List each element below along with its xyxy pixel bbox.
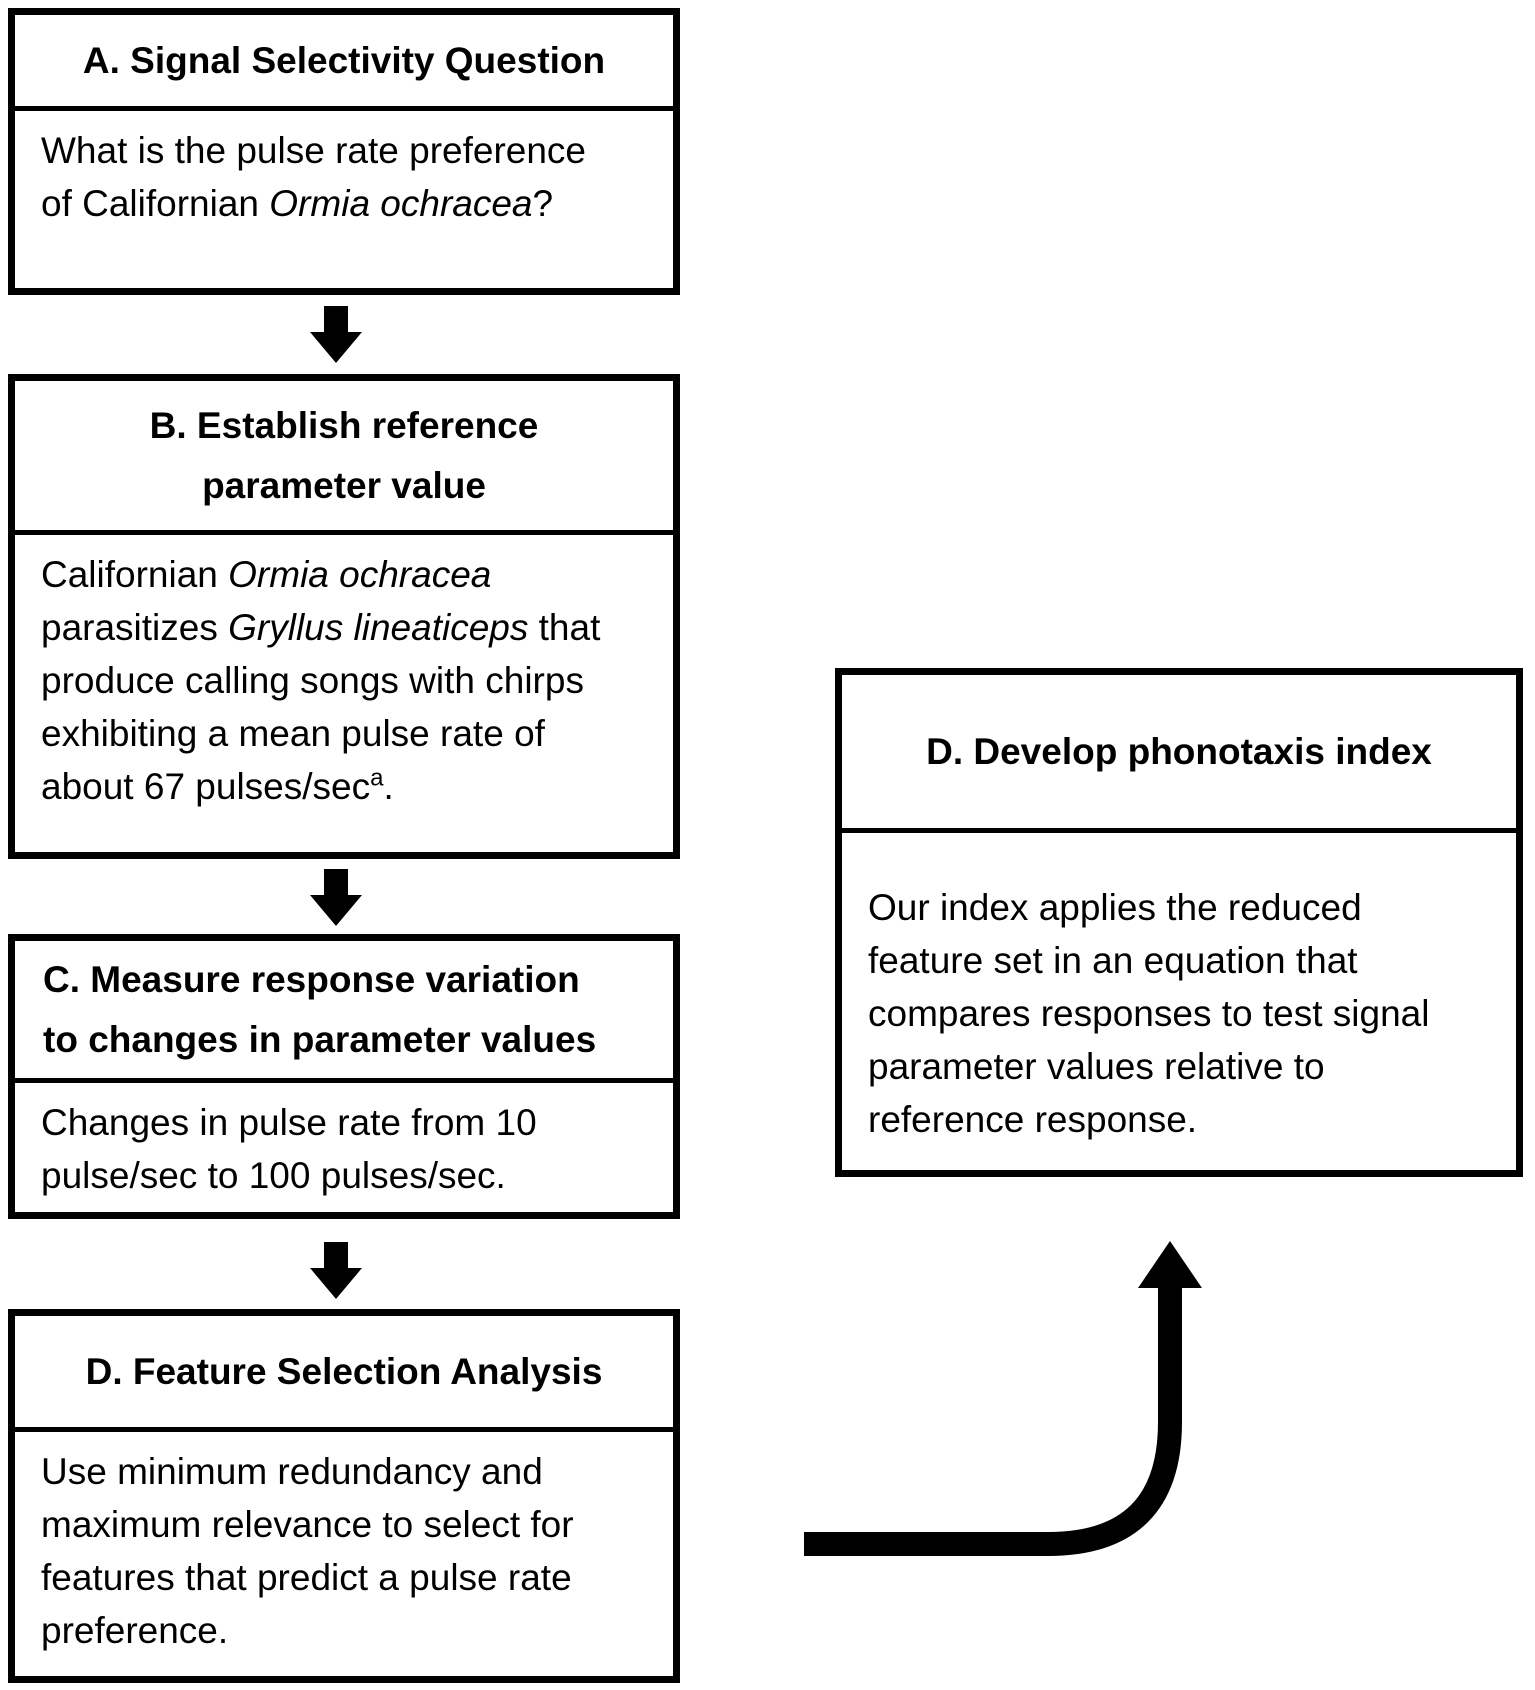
box-d-right-body: Our index applies the reduced feature se… xyxy=(868,887,1430,1140)
box-b-title: B. Establish reference parameter value xyxy=(15,381,673,535)
box-measure-response-variation: C. Measure response variation to changes… xyxy=(8,934,680,1219)
box-d-left-body: Use minimum redundancy and maximum relev… xyxy=(41,1451,574,1651)
box-d-left-title: D. Feature Selection Analysis xyxy=(15,1316,673,1432)
box-c-title: C. Measure response variation to changes… xyxy=(15,941,673,1083)
box-establish-reference-parameter: B. Establish reference parameter value C… xyxy=(8,374,680,859)
box-a-title: A. Signal Selectivity Question xyxy=(15,15,673,111)
down-arrow-icon xyxy=(310,869,362,926)
down-arrow-icon xyxy=(310,1242,362,1299)
down-arrow-icon xyxy=(310,306,362,363)
box-develop-phonotaxis-index: D. Develop phonotaxis index Our index ap… xyxy=(835,668,1523,1177)
box-d-right-title: D. Develop phonotaxis index xyxy=(842,675,1516,833)
box-c-body: Changes in pulse rate from 10 pulse/sec … xyxy=(41,1102,537,1196)
box-a-body: What is the pulse rate preference of Cal… xyxy=(41,130,587,224)
box-signal-selectivity-question: A. Signal Selectivity Question What is t… xyxy=(8,8,680,295)
box-feature-selection-analysis: D. Feature Selection Analysis Use minimu… xyxy=(8,1309,680,1683)
box-b-body: Californian Ormia ochracea parasitizes G… xyxy=(41,554,601,807)
